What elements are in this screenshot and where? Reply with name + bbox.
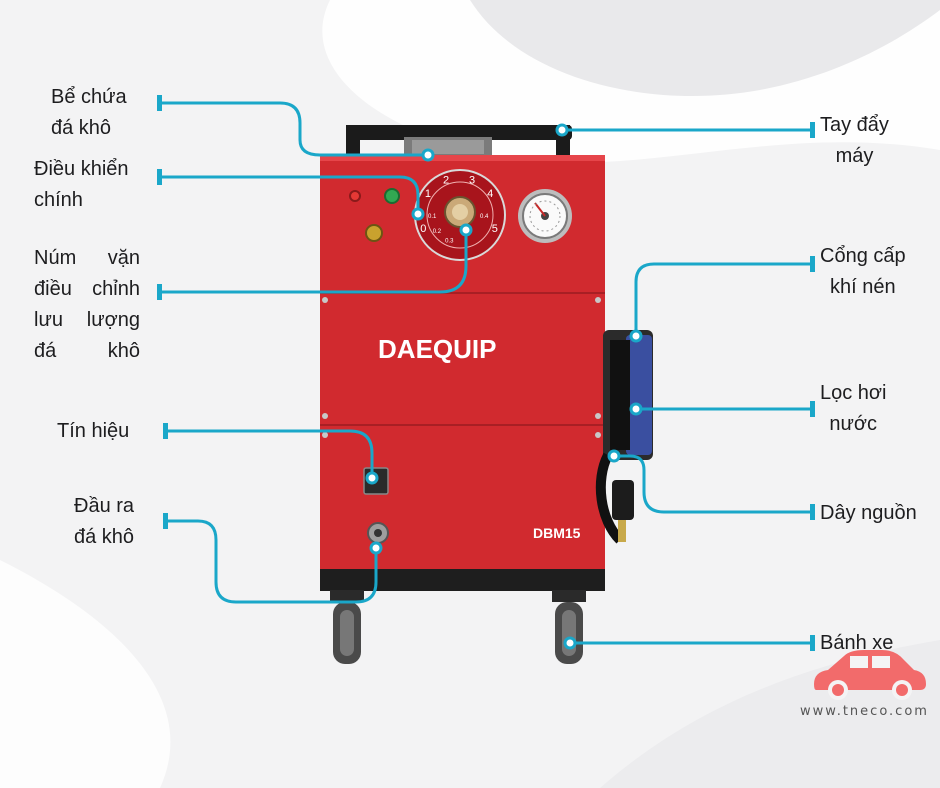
wheels: [330, 590, 586, 664]
panel-screws: [322, 297, 601, 438]
dial-scale: 0 12 34 5 0.1 0.20.3 0.4: [420, 174, 498, 244]
dial-minor-tick: 0.2: [433, 229, 442, 235]
dial-number: 3: [469, 174, 475, 186]
line-cong-cap: [634, 262, 814, 336]
site-url: www.tneco.com: [800, 704, 929, 719]
model-label: DBM15: [533, 525, 581, 541]
brand-logo: DAEQUIP: [378, 334, 496, 364]
air-filter-assembly: [595, 330, 653, 544]
dial-minor-tick: 0.1: [428, 214, 437, 220]
yellow-button: [365, 224, 383, 242]
dial-number: 2: [443, 174, 449, 186]
line-be-chua: [158, 101, 430, 157]
line-tin-hieu: [164, 429, 374, 478]
machine-base: [320, 569, 605, 591]
label-tin-hieu: Tín hiệu: [57, 420, 130, 442]
green-button: [384, 188, 400, 204]
dial-minor-tick: 0.4: [480, 214, 489, 220]
label-cong-cap: Cổng cấp khí nén: [820, 245, 906, 298]
dial-number: 4: [487, 188, 493, 200]
pressure-gauge: [518, 189, 572, 243]
dial-number: 1: [425, 188, 431, 200]
label-num-van: Núm vặn điều chỉnh lưu lượng đá khô: [34, 247, 140, 362]
dial-number: 5: [492, 223, 498, 235]
line-dieu-khien: [158, 175, 420, 215]
dial-number: 0: [420, 223, 426, 235]
label-banh-xe: Bánh xe: [820, 632, 894, 654]
line-day-nguon: [612, 454, 814, 514]
label-be-chua: Bể chứa đá khô: [51, 86, 127, 139]
label-loc-hoi: Lọc hơi nước: [820, 382, 887, 435]
red-button: [349, 190, 361, 202]
label-day-nguon: Dây nguồn: [820, 502, 917, 524]
line-num-van: [158, 230, 468, 294]
tneco-car-logo-icon: [814, 650, 926, 700]
label-tay-day: Tay đẩy máy: [820, 114, 889, 167]
label-dieu-khien: Điều khiển chính: [34, 158, 129, 211]
label-dau-ra: Đầu ra đá khô: [74, 495, 135, 548]
line-dau-ra: [164, 519, 378, 604]
dial-minor-tick: 0.3: [445, 238, 454, 244]
main-body: [320, 293, 605, 571]
